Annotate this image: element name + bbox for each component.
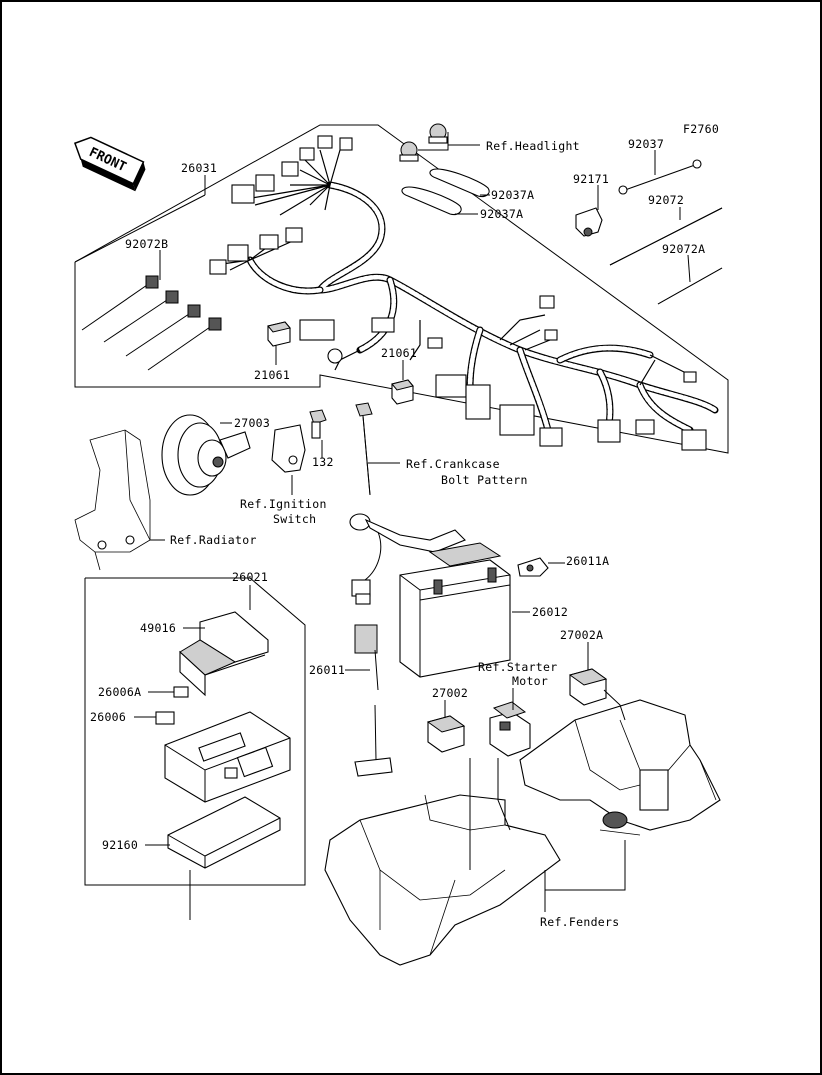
relay-27002	[426, 715, 466, 753]
callout-92037A-1: 92037A	[491, 188, 534, 202]
ref-fenders: Ref.Fenders	[540, 915, 619, 929]
callout-27003: 27003	[234, 416, 270, 430]
starter-relay	[489, 701, 531, 757]
ref-crankcase-1: Ref.Crankcase	[406, 457, 500, 471]
rear-frame	[519, 699, 721, 836]
headlight-nuts	[399, 123, 448, 162]
ignition-bracket	[271, 424, 306, 473]
ref-starter-2: Motor	[512, 674, 548, 688]
leader-lines	[74, 132, 691, 912]
ref-headlight: Ref.Headlight	[486, 139, 580, 153]
callout-27002: 27002	[432, 686, 468, 700]
ref-radiator: Ref.Radiator	[170, 533, 257, 547]
callout-26011: 26011	[309, 663, 345, 677]
callout-92037: 92037	[628, 137, 664, 151]
callout-26011A: 26011A	[566, 554, 609, 568]
fender-tray	[324, 794, 561, 966]
radiator-bracket	[74, 429, 151, 571]
relay-27002A	[568, 668, 608, 706]
callout-26006: 26006	[90, 710, 126, 724]
callout-132: 132	[312, 455, 334, 469]
clamp-92171	[575, 207, 603, 237]
callout-26021: 26021	[232, 570, 268, 584]
ref-ignition-1: Ref.Ignition	[240, 497, 327, 511]
fuse-box-case-92160	[167, 796, 281, 920]
horn-27003	[161, 414, 251, 496]
ref-crankcase-2: Bolt Pattern	[441, 473, 528, 487]
terminal-26011A	[517, 557, 549, 577]
bolt-132	[309, 409, 327, 439]
callout-labels: 26031 92072B 21061 21061 Ref.Headlight 9…	[90, 137, 705, 929]
callout-49016: 49016	[140, 621, 176, 635]
clamp-ties-92072B	[81, 275, 222, 371]
callout-92171: 92171	[573, 172, 609, 186]
battery-26012	[399, 542, 511, 678]
callout-27002A: 27002A	[560, 628, 603, 642]
harness-group-frame	[74, 124, 729, 454]
callout-26031: 26031	[181, 161, 217, 175]
callout-92037A-2: 92037A	[480, 207, 523, 221]
brackets-92037A	[401, 168, 490, 216]
bracket-92037	[618, 159, 702, 195]
cable-26011	[354, 624, 393, 777]
crankcase-bolt	[355, 402, 373, 496]
callout-21061-a: 21061	[254, 368, 290, 382]
callout-92160: 92160	[102, 838, 138, 852]
callout-92072A: 92072A	[662, 242, 705, 256]
fuse-26006A	[173, 686, 189, 698]
callout-92072: 92072	[648, 193, 684, 207]
fuse-26006	[155, 711, 175, 725]
callout-26012: 26012	[532, 605, 568, 619]
callout-26006A: 26006A	[98, 685, 141, 699]
fuse-box-cover-49016	[179, 611, 269, 697]
fuse-box	[164, 711, 291, 803]
wire-harness	[209, 135, 719, 451]
ref-starter-1: Ref.Starter	[478, 660, 557, 674]
callout-92072B: 92072B	[125, 237, 168, 251]
fusebox-group-frame	[84, 577, 306, 886]
relay-21061-a	[267, 321, 291, 347]
ground-cable	[349, 513, 466, 605]
front-arrow-icon: FRONT	[73, 136, 146, 192]
ties-92072	[609, 207, 723, 305]
ref-ignition-2: Switch	[273, 512, 316, 526]
relay-21061-b	[391, 379, 414, 405]
figure-id: F2760	[683, 122, 719, 136]
callout-21061-b: 21061	[381, 346, 417, 360]
